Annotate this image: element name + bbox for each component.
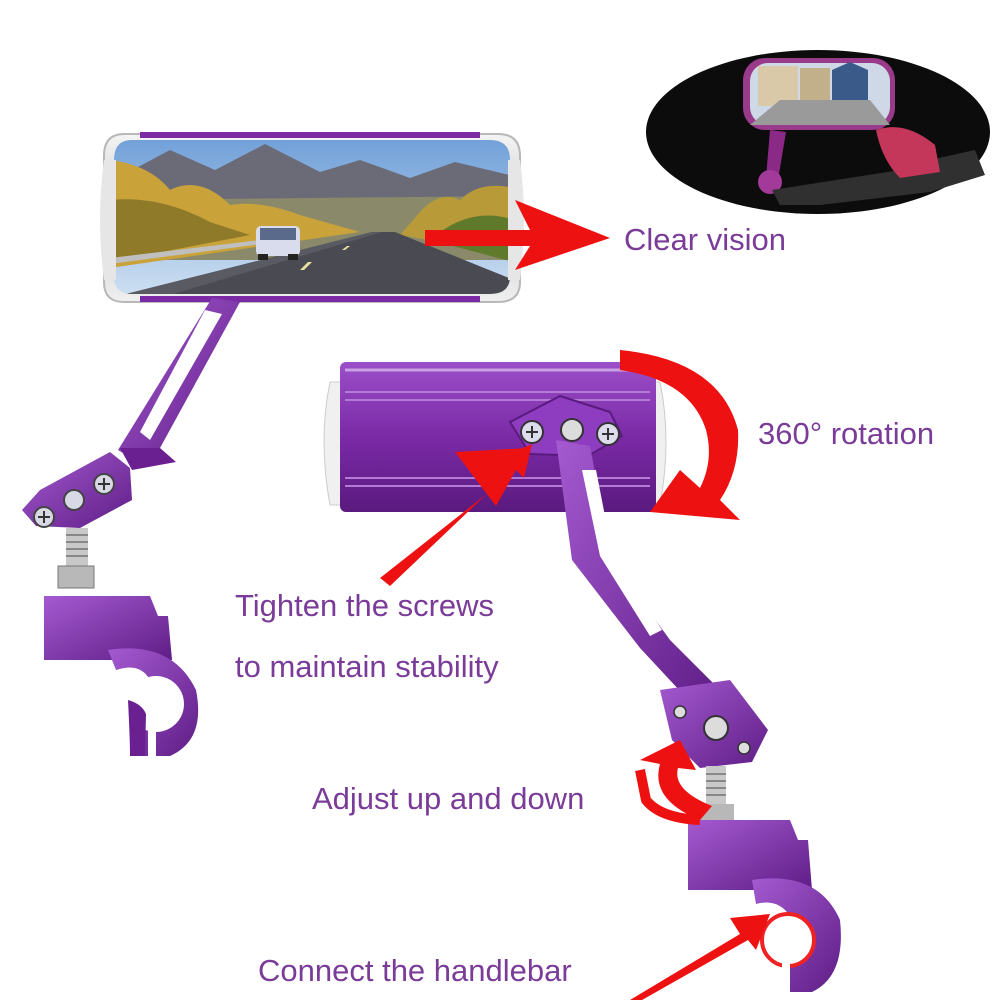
- arrow-rotation: [620, 350, 740, 520]
- label-rotation: 360° rotation: [758, 416, 935, 451]
- right-handlebar-clamp: [688, 820, 841, 1000]
- left-handlebar-clamp: [44, 596, 199, 760]
- inset-mirror: [743, 58, 895, 130]
- inset-brake-lever: [876, 127, 940, 178]
- arrow-connect: [630, 914, 770, 1000]
- label-clear-vision: Clear vision: [624, 222, 786, 257]
- label-connect-handlebar: Connect the handlebar: [258, 953, 572, 988]
- screw-icon: [560, 418, 584, 442]
- arrow-tighten: [380, 444, 532, 586]
- inset-clamp: [758, 170, 782, 194]
- right-mirror-arm: [556, 440, 768, 820]
- label-tighten-line1: Tighten the screws: [235, 588, 495, 623]
- label-tighten-line2: to maintain stability: [235, 649, 499, 684]
- screw-icon: [63, 489, 85, 511]
- mirror-reflection: [114, 140, 510, 294]
- inset-arm: [766, 130, 786, 180]
- arrow-adjust: [635, 740, 712, 825]
- label-adjust: Adjust up and down: [312, 781, 585, 816]
- arrow-clear-vision: [425, 200, 610, 270]
- left-mirror-arm: [22, 298, 240, 589]
- mirror-front-view: [100, 132, 524, 303]
- screw-icon: [703, 715, 729, 741]
- inset-photo: [646, 50, 990, 214]
